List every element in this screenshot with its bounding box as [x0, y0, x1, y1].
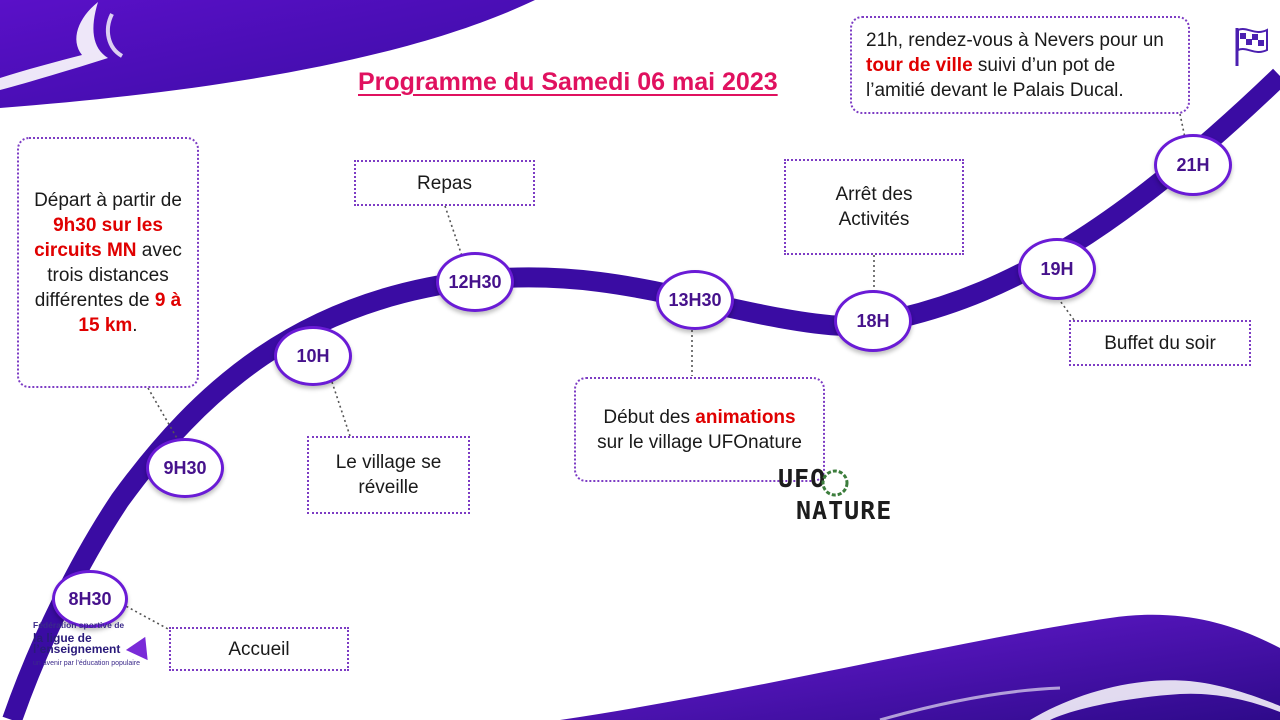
event-box-animations: Début des animations sur le village UFOn… — [574, 377, 825, 482]
event-highlight: animations — [695, 406, 796, 428]
corner-wave-top — [0, 0, 535, 108]
event-text: 21h, rendez-vous à Nevers pour un — [866, 29, 1164, 51]
time-node-1330: 13H30 — [656, 270, 734, 330]
event-box-nevers: 21h, rendez-vous à Nevers pour un tour d… — [850, 16, 1190, 114]
event-box-accueil: Accueil — [169, 627, 349, 671]
time-node-0830: 8H30 — [52, 570, 128, 628]
event-text: Accueil — [228, 638, 290, 660]
time-node-0930: 9H30 — [146, 438, 224, 498]
timeline-path — [2, 68, 1280, 720]
corner-wave-bottom — [560, 614, 1280, 720]
event-text: sur le village UFOnature — [597, 431, 802, 453]
event-highlight: tour de ville — [866, 54, 973, 76]
event-text: Repas — [417, 172, 472, 194]
event-text: avec trois distances différentes de — [34, 239, 182, 311]
event-text: suivi d’un pot de l’amitié devant le Pal… — [866, 54, 1124, 101]
event-box-buffet: Buffet du soir — [1069, 320, 1251, 366]
event-text: . — [132, 314, 138, 336]
event-box-village: Le village se réveille — [307, 436, 470, 514]
federation-logo: Fédération sportive de la ligue de l’ens… — [33, 620, 157, 682]
time-node-2100: 21H — [1154, 134, 1232, 196]
time-node-1900: 19H — [1018, 238, 1096, 300]
event-box-arret: Arrêt des Activités — [784, 159, 964, 255]
flag-icon — [1235, 28, 1268, 66]
event-box-depart: Départ à partir de 9h30 sur les circuits… — [17, 137, 199, 388]
event-text: Début des — [603, 406, 696, 428]
time-node-1000: 10H — [274, 326, 352, 386]
ufo-nature-logo: UFO NATURE — [778, 464, 893, 525]
event-highlight: 9h30 sur les circuits MN — [34, 214, 163, 261]
event-text: Départ à partir de — [34, 189, 182, 211]
event-highlight: 9 à 15 km — [78, 289, 182, 336]
event-text: Arrêt des Activités — [835, 184, 913, 230]
time-node-1230: 12H30 — [436, 252, 514, 312]
event-text: Le village se réveille — [335, 452, 442, 498]
event-box-repas: Repas — [354, 160, 535, 206]
event-text: Buffet du soir — [1104, 332, 1216, 354]
time-node-1800: 18H — [834, 290, 912, 352]
page-title: Programme du Samedi 06 mai 2023 — [358, 68, 778, 96]
